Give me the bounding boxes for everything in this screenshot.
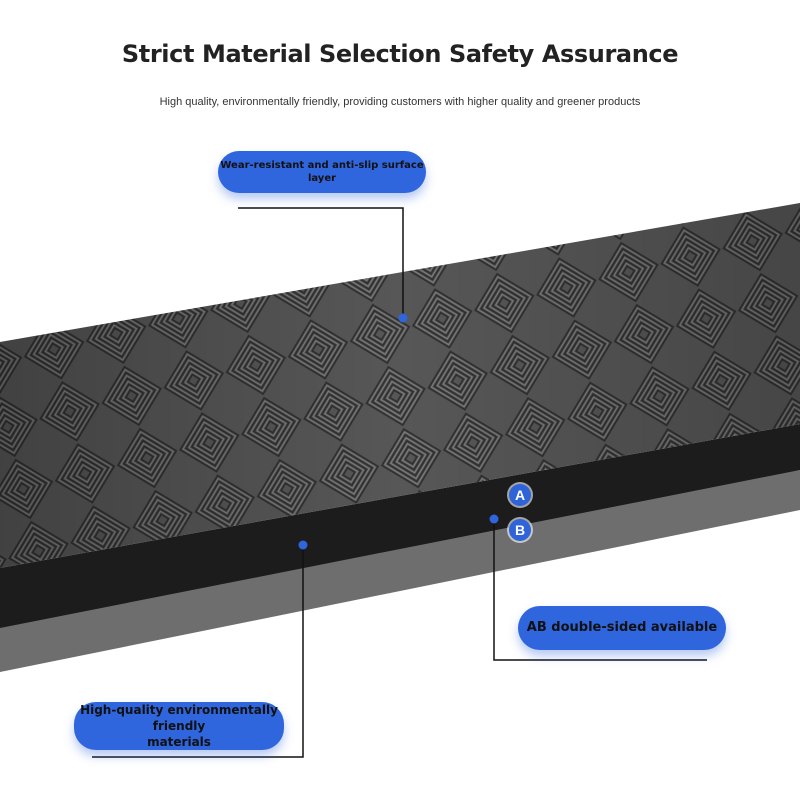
surface-layer-label: Wear-resistant and anti-slip surface lay…	[220, 159, 424, 185]
materials-marker-dot	[298, 540, 308, 550]
double-sided-callout: AB double-sided available	[518, 606, 726, 650]
surface-marker-dot	[398, 313, 408, 323]
materials-label-line2: materials	[147, 735, 211, 750]
materials-label-line1: High-quality environmentally friendly	[80, 702, 278, 733]
side-b-badge: B	[509, 519, 531, 541]
ab-leader-line	[493, 519, 707, 661]
page-title: Strict Material Selection Safety Assuran…	[121, 40, 679, 68]
ab-marker-dot	[489, 514, 499, 524]
mat-gray-layer	[0, 470, 800, 672]
page-subtitle: High quality, environmentally friendly, …	[159, 96, 641, 108]
surface-leader-line	[238, 207, 404, 318]
mat-black-layer	[0, 424, 800, 628]
side-a-badge: A	[509, 484, 531, 506]
materials-callout: High-quality environmentally friendly ma…	[74, 702, 284, 750]
surface-layer-callout: Wear-resistant and anti-slip surface lay…	[218, 151, 426, 193]
double-sided-label: AB double-sided available	[526, 620, 718, 636]
materials-leader-line	[92, 545, 304, 758]
